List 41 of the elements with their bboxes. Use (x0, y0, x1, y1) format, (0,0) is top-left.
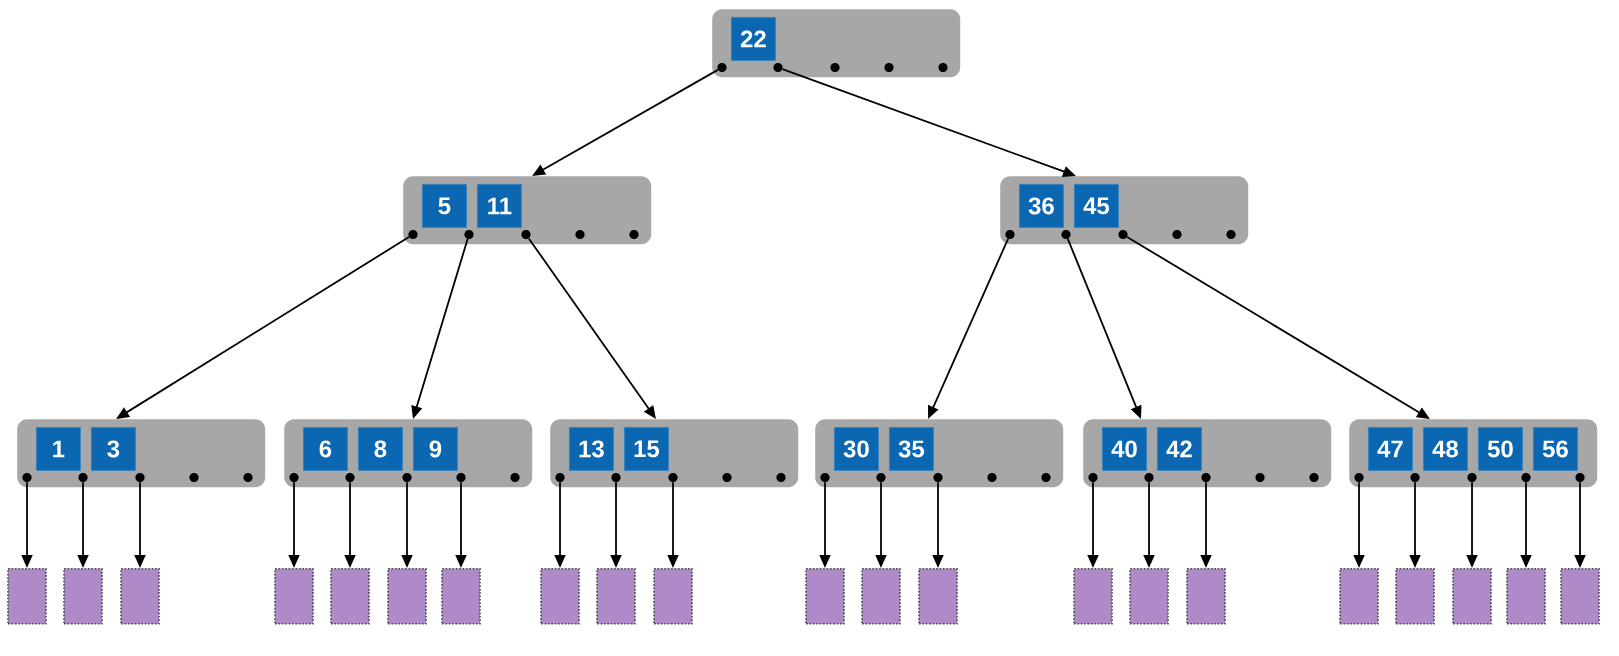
record-box (918, 568, 958, 625)
key-box: 8 (358, 427, 403, 471)
key-box: 5 (422, 184, 467, 228)
record-box (1560, 568, 1600, 625)
record-box (596, 568, 636, 625)
record-box (274, 568, 314, 625)
record-box (1452, 568, 1492, 625)
key-box: 35 (889, 427, 934, 471)
record-box (805, 568, 845, 625)
key-box: 56 (1533, 427, 1578, 471)
record-box (1073, 568, 1113, 625)
key-box: 13 (569, 427, 614, 471)
record-box (1506, 568, 1546, 625)
record-box (441, 568, 481, 625)
key-box: 36 (1019, 184, 1064, 228)
key-box: 30 (834, 427, 879, 471)
record-box (1339, 568, 1379, 625)
key-box: 9 (413, 427, 458, 471)
key-box: 40 (1102, 427, 1147, 471)
key-box: 1 (36, 427, 81, 471)
record-box (1129, 568, 1169, 625)
record-box (861, 568, 901, 625)
record-box (387, 568, 427, 625)
record-box (653, 568, 693, 625)
record-box (1186, 568, 1226, 625)
key-box: 48 (1423, 427, 1468, 471)
key-box: 47 (1368, 427, 1413, 471)
key-box: 50 (1478, 427, 1523, 471)
record-box (1395, 568, 1435, 625)
key-box: 6 (303, 427, 348, 471)
key-box: 15 (624, 427, 669, 471)
record-box (7, 568, 47, 625)
record-box (330, 568, 370, 625)
record-box (120, 568, 160, 625)
key-box: 42 (1157, 427, 1202, 471)
key-box: 45 (1074, 184, 1119, 228)
key-box: 3 (91, 427, 136, 471)
key-box: 11 (477, 184, 522, 228)
key-box: 22 (731, 17, 776, 61)
record-box (540, 568, 580, 625)
record-box (63, 568, 103, 625)
